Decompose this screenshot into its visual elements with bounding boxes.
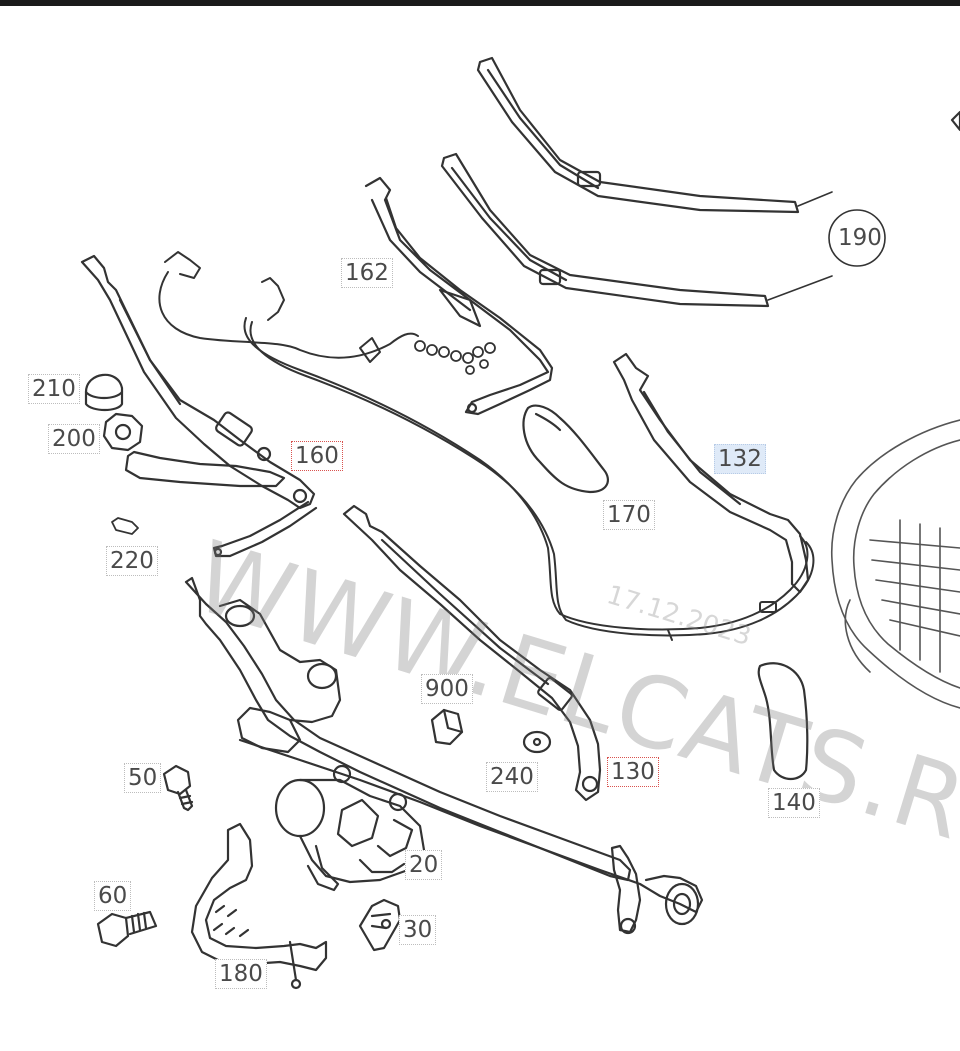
part-callout-210[interactable]: 210 xyxy=(28,374,80,404)
part-callout-130[interactable]: 130 xyxy=(607,757,659,787)
cover-140 xyxy=(757,662,809,781)
bolt-50 xyxy=(162,764,194,812)
part-callout-132[interactable]: 132 xyxy=(714,444,766,474)
part-callout-140[interactable]: 140 xyxy=(768,788,820,818)
wiper-blade-upper xyxy=(476,56,800,214)
callout-bracket-190 xyxy=(767,191,886,301)
bracket-180 xyxy=(190,822,328,990)
washer-240 xyxy=(522,730,552,754)
part-callout-50[interactable]: 50 xyxy=(124,763,162,793)
part-callout-170[interactable]: 170 xyxy=(603,500,655,530)
nut-200 xyxy=(102,412,144,452)
cap-210 xyxy=(84,373,124,412)
part-callout-30[interactable]: 30 xyxy=(399,915,437,945)
part-callout-900[interactable]: 900 xyxy=(421,674,473,704)
part-callout-20[interactable]: 20 xyxy=(405,850,443,880)
rubber-boot-170 xyxy=(522,404,609,494)
plug-900 xyxy=(430,708,464,746)
part-callout-162[interactable]: 162 xyxy=(341,258,393,288)
wiper-blade-lower xyxy=(440,152,770,308)
wiper-arm-162 xyxy=(364,176,554,416)
car-front-outline xyxy=(830,419,960,709)
top-edge-bar xyxy=(0,0,960,6)
part-callout-190[interactable]: 190 xyxy=(838,225,882,251)
edge-fragment xyxy=(950,110,960,132)
clip-30 xyxy=(358,898,402,952)
clip-220 xyxy=(111,517,139,535)
wiper-arm-160 xyxy=(80,254,318,558)
wiper-arm-130 xyxy=(342,504,602,802)
wiper-linkage-frame xyxy=(184,576,704,935)
part-callout-240[interactable]: 240 xyxy=(486,762,538,792)
part-callout-200[interactable]: 200 xyxy=(48,424,100,454)
part-callout-220[interactable]: 220 xyxy=(106,546,158,576)
wiper-arm-132 xyxy=(612,352,810,594)
wiper-motor-20 xyxy=(274,778,426,892)
washer-hose-chain xyxy=(414,340,496,375)
part-callout-180[interactable]: 180 xyxy=(215,959,267,989)
part-callout-60[interactable]: 60 xyxy=(94,881,132,911)
part-callout-160[interactable]: 160 xyxy=(291,441,343,471)
bolt-60 xyxy=(96,910,158,948)
washer-hose-harness xyxy=(158,251,815,641)
